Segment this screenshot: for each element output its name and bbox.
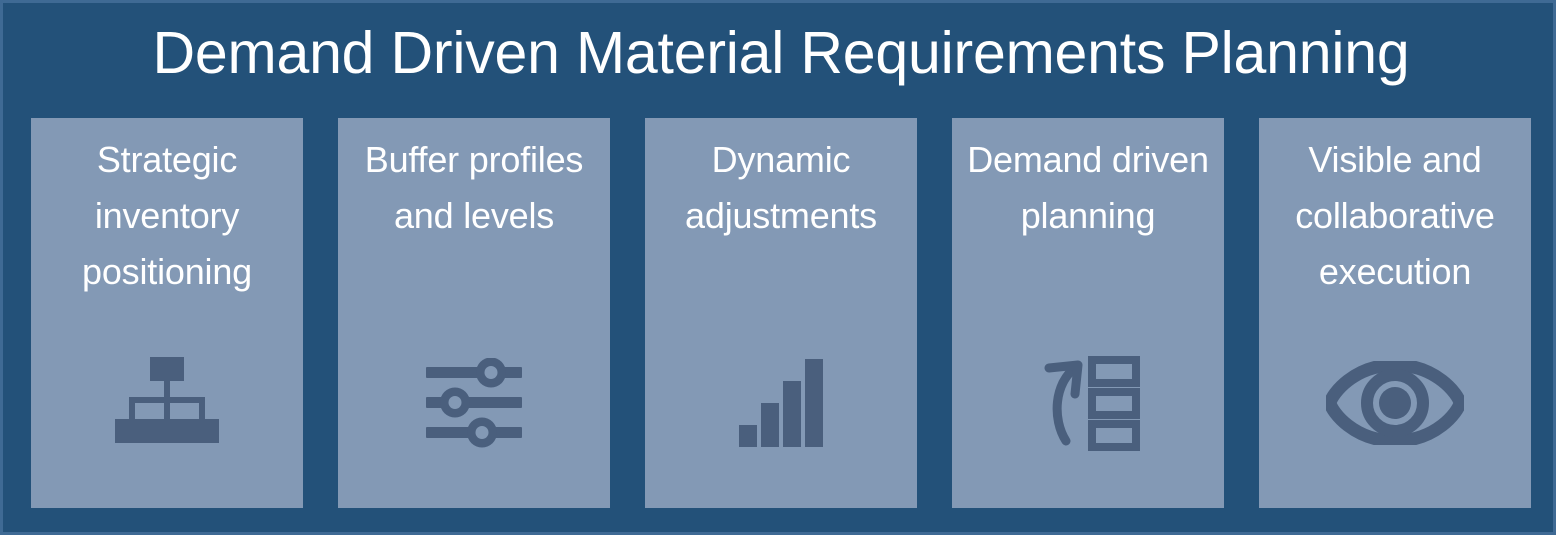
bar-chart-icon [645,343,917,463]
pillar-card-visible-collaborative-execution[interactable]: Visible and collaborative execution [1259,118,1531,508]
eye-icon [1259,343,1531,463]
pillar-card-dynamic-adjustments[interactable]: Dynamic adjustments [645,118,917,508]
curved-arrow-stacked-boxes-icon [952,343,1224,463]
page-title: Demand Driven Material Requirements Plan… [152,20,1410,86]
pillar-card-label: Buffer profiles and levels [364,139,584,236]
pillar-card-label: Visible and collaborative execution [1295,139,1495,292]
hierarchy-icon [31,343,303,463]
pillar-card-strategic-inventory-positioning[interactable]: Strategic inventory positioning [31,118,303,508]
pillar-card-label: Dynamic adjustments [685,139,877,236]
pillar-card-demand-driven-planning[interactable]: Demand driven planning [952,118,1224,508]
pillar-card-label: Demand driven planning [967,139,1209,236]
pillar-card-label: Strategic inventory positioning [82,139,252,292]
pillar-card-row: Strategic inventory positioning [31,118,1531,508]
sliders-icon [338,343,610,463]
pillar-card-buffer-profiles-and-levels[interactable]: Buffer profiles and levels [338,118,610,508]
